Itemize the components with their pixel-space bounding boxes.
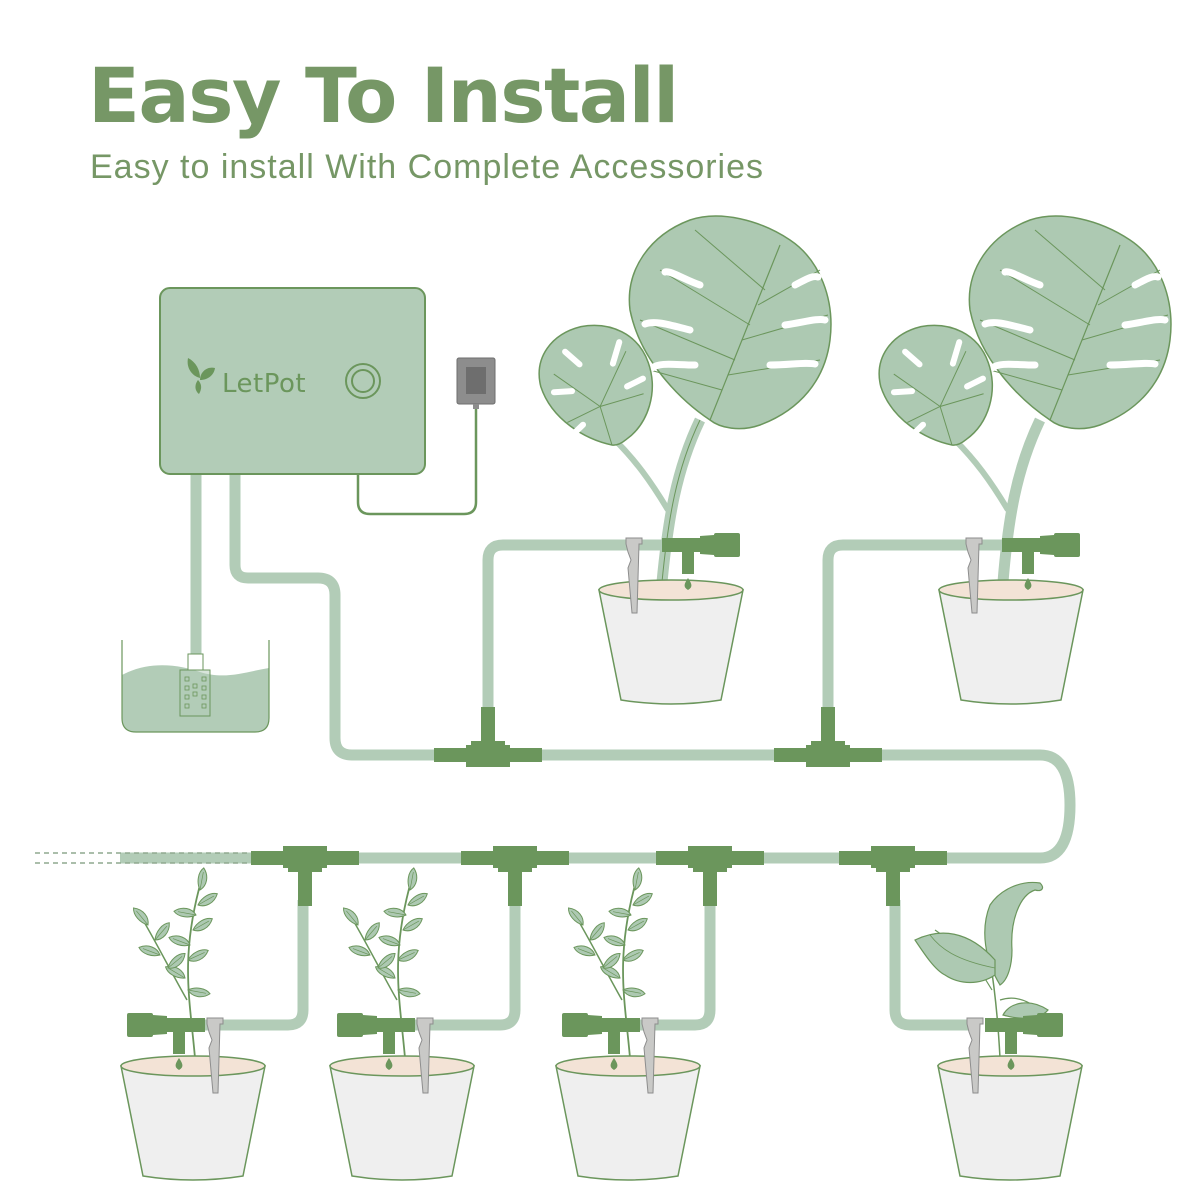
branch-tube-bottom-3 xyxy=(640,900,716,1031)
leaf-logo-icon xyxy=(187,358,215,394)
pot xyxy=(329,1055,475,1181)
tee-connector-top-1 xyxy=(434,707,542,767)
tee-connector-bottom-2 xyxy=(461,846,569,906)
plant-eucalyptus-3 xyxy=(555,866,701,1181)
plant-eucalyptus-2 xyxy=(329,866,475,1181)
branch-tube-bottom-2 xyxy=(415,900,521,1031)
branch-tube-top-1 xyxy=(482,539,680,712)
plant-monstera-2 xyxy=(872,216,1171,705)
tee-connector-bottom-4 xyxy=(839,846,947,906)
branch-tube-bottom-1 xyxy=(205,900,309,1031)
power-adapter-icon xyxy=(456,357,496,409)
controller-box: LetPot xyxy=(159,287,426,475)
pot xyxy=(120,1055,266,1181)
main-tube xyxy=(120,472,1076,864)
tubing xyxy=(120,472,1076,1031)
pump-filter-icon xyxy=(179,669,211,717)
water-reservoir xyxy=(121,640,270,733)
branch-tube-bottom-4 xyxy=(889,900,970,1031)
tee-connector-bottom-1 xyxy=(251,846,359,906)
page-title: Easy To Install xyxy=(88,51,679,140)
tee-connector-top-2 xyxy=(774,707,882,767)
plant-broadleaf xyxy=(914,881,1083,1181)
page-subtitle: Easy to install With Complete Accessorie… xyxy=(90,148,765,186)
plant-eucalyptus-1 xyxy=(120,866,266,1181)
power-button-icon[interactable] xyxy=(345,363,381,399)
pot xyxy=(937,1055,1083,1181)
branch-tube-top-2 xyxy=(822,539,1020,712)
power-cord xyxy=(356,404,478,516)
pot xyxy=(598,579,744,705)
brand-logo-text: LetPot xyxy=(222,369,306,399)
pot xyxy=(938,579,1084,705)
pot xyxy=(555,1055,701,1181)
tee-connector-bottom-3 xyxy=(656,846,764,906)
plant-monstera-1 xyxy=(532,216,831,705)
